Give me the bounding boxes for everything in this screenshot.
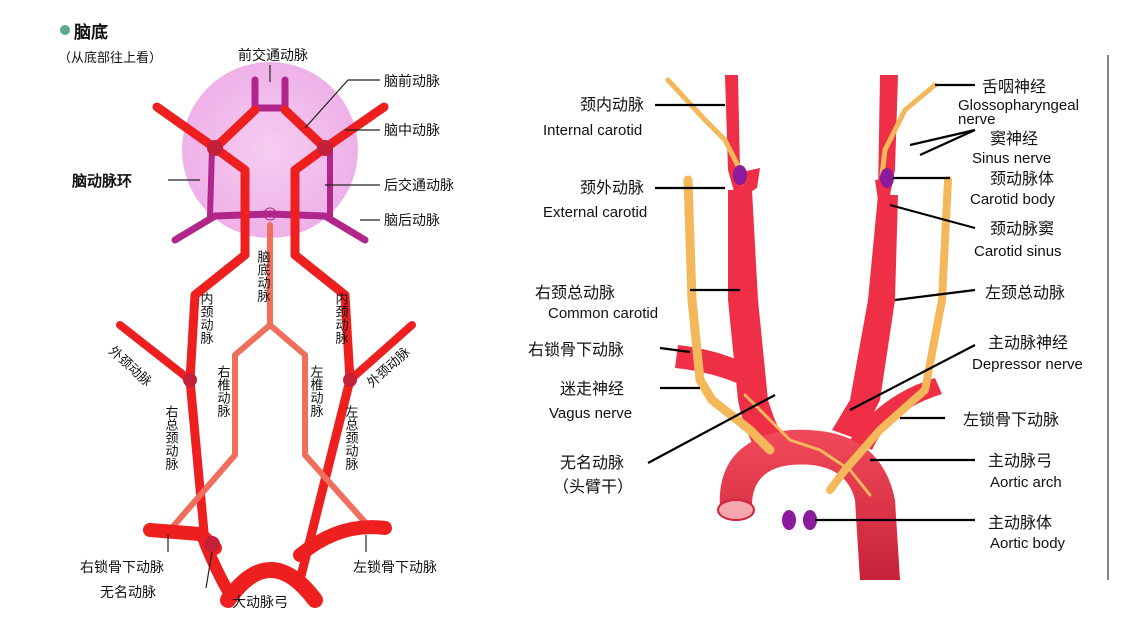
external-carotid-artery xyxy=(116,321,416,384)
basilar-junction-node xyxy=(263,207,277,221)
label-aortic-arch: 大动脉弓 xyxy=(232,595,288,611)
left-subtitle: （从底部往上看） xyxy=(58,50,162,66)
label-internal-carotid-en: Internal carotid xyxy=(543,122,642,139)
label-external-carotid-left: 外颈动脉 xyxy=(365,345,414,391)
right-nerve-branch xyxy=(665,77,743,173)
label-glossopharyngeal-en1: Glossopharyngeal xyxy=(958,97,1079,114)
aortic-body-2 xyxy=(803,510,817,530)
right-junction-node xyxy=(207,140,223,156)
label-posterior-communicating: 后交通动脉 xyxy=(384,177,454,194)
right-vertebral-artery xyxy=(167,222,273,533)
left-subclavian-artery xyxy=(293,520,392,562)
leader-right-subclavian xyxy=(659,346,691,354)
label-common-carotid-cn: 右颈总动脉 xyxy=(535,283,615,302)
label-internal-carotid-right: 内颈动脉 xyxy=(198,291,214,344)
label-middle-cerebral: 脑中动脉 xyxy=(384,123,440,139)
label-left-subclavian-cn: 左锁骨下动脉 xyxy=(963,410,1059,429)
left-junction-node xyxy=(317,140,333,156)
label-basilar: 脑底动脉 xyxy=(255,250,271,302)
label-carotid-sinus-en: Carotid sinus xyxy=(974,243,1062,260)
label-glossopharyngeal-en2: nerve xyxy=(958,111,996,128)
leader-sinus-nerve xyxy=(909,128,976,157)
leader-brachiocephalic xyxy=(205,551,213,589)
brachiocephalic-node xyxy=(204,536,220,552)
aorta-opening xyxy=(717,499,755,521)
label-anterior-communicating: 前交通动脉 xyxy=(238,47,308,64)
label-carotid-body-cn: 颈动脉体 xyxy=(990,169,1054,188)
label-posterior-cerebral: 脑后动脉 xyxy=(384,213,440,229)
leader-depressor xyxy=(849,344,976,411)
vagus-nerve-path xyxy=(683,175,775,455)
label-sinus-nerve-cn: 窦神经 xyxy=(990,129,1038,148)
left-carotid-bifurcation xyxy=(343,373,357,387)
left-panel: 脑底 （从底部往上看） xyxy=(58,22,454,611)
leader-left-common-carotid xyxy=(894,288,976,302)
label-innominate-sub: （头臂干） xyxy=(553,477,633,496)
right-internal-carotid-vessel xyxy=(725,75,745,195)
leader-innominate xyxy=(647,394,776,464)
label-aortic-arch-en: Aortic arch xyxy=(990,474,1062,491)
label-anterior-cerebral: 脑前动脉 xyxy=(384,73,440,90)
depressor-nerve-path xyxy=(826,176,952,494)
left-carotid-body xyxy=(880,168,894,188)
label-internal-carotid-left: 内颈动脉 xyxy=(333,291,349,344)
label-carotid-body-en: Carotid body xyxy=(970,191,1056,208)
label-depressor-en: Depressor nerve xyxy=(972,356,1083,373)
label-depressor-cn: 主动脉神经 xyxy=(988,333,1068,352)
label-sinus-nerve-en: Sinus nerve xyxy=(972,150,1051,167)
right-common-carotid-vessel xyxy=(728,190,800,470)
right-panel: 颈内动脉 Internal carotid 颈外动脉 External caro… xyxy=(528,55,1109,580)
label-vagus-en: Vagus nerve xyxy=(549,405,632,422)
right-carotid-bifurcation xyxy=(183,373,197,387)
posterior-communicating-vessel xyxy=(207,145,333,219)
label-left-common-carotid-cn: 左颈总动脉 xyxy=(985,283,1065,302)
middle-cerebral-artery xyxy=(152,102,389,153)
label-brachiocephalic: 无名动脉 xyxy=(100,585,156,601)
label-vagus-cn: 迷走神经 xyxy=(560,379,624,398)
label-right-subclavian-cn: 右锁骨下动脉 xyxy=(528,340,624,359)
circle-of-willis-glow xyxy=(182,62,358,238)
depressor-nerve-branches xyxy=(743,393,872,497)
label-right-vertebral: 右椎动脉 xyxy=(215,365,231,417)
right-carotid-body xyxy=(733,165,747,185)
label-external-carotid-en: External carotid xyxy=(543,204,647,221)
label-aortic-arch-cn: 主动脉弓 xyxy=(988,451,1052,470)
label-right-subclavian: 右锁骨下动脉 xyxy=(80,560,164,576)
right-internal-carotid-artery xyxy=(185,143,250,548)
label-aortic-body-en: Aortic body xyxy=(990,535,1066,552)
label-aortic-body-cn: 主动脉体 xyxy=(988,513,1052,532)
label-left-subclavian: 左锁骨下动脉 xyxy=(353,560,437,576)
label-left-vertebral: 左椎动脉 xyxy=(308,365,324,417)
left-vertebral-artery xyxy=(267,322,375,533)
left-common-carotid-vessel xyxy=(832,195,898,440)
posterior-cerebral-vessel xyxy=(171,210,369,244)
label-circle: 脑动脉环 xyxy=(72,172,132,190)
glossopharyngeal-nerve-path xyxy=(879,82,938,178)
anterior-cerebral-artery xyxy=(210,105,330,153)
label-carotid-sinus-cn: 颈动脉窦 xyxy=(990,219,1054,238)
aortic-arch-vessel xyxy=(220,562,323,608)
label-left-common-carotid: 左总颈动脉 xyxy=(343,405,359,470)
left-internal-carotid-artery xyxy=(290,143,355,585)
label-common-carotid-en: Common carotid xyxy=(548,305,658,322)
leader-carotid-sinus xyxy=(889,203,976,230)
anterior-communicating-vessel xyxy=(251,76,289,112)
title-bullet-icon xyxy=(60,25,70,35)
left-title: 脑底 xyxy=(74,22,108,43)
leader-anterior-cerebral xyxy=(304,79,380,129)
aortic-body-1 xyxy=(782,510,796,530)
aortic-arch-vessel-right xyxy=(719,429,900,580)
label-innominate-cn: 无名动脉 xyxy=(560,453,624,472)
label-external-carotid-cn: 颈外动脉 xyxy=(580,178,644,197)
label-glossopharyngeal-cn: 舌咽神经 xyxy=(982,77,1046,96)
label-right-common-carotid: 右总颈动脉 xyxy=(163,405,179,470)
label-internal-carotid-cn: 颈内动脉 xyxy=(580,95,644,114)
